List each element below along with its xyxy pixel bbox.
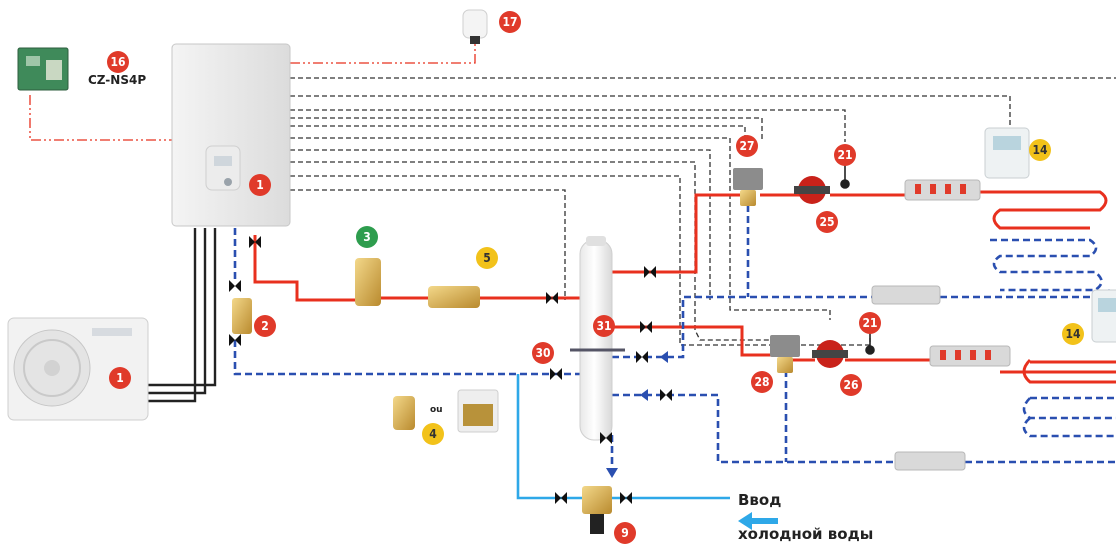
- svg-text:14: 14: [1065, 327, 1081, 341]
- remote-link-lines: [29, 44, 476, 141]
- control-wiring: [290, 77, 1116, 346]
- thermostat-pcb-16: [17, 47, 69, 91]
- marker-21b: 21: [859, 312, 881, 334]
- svg-text:2: 2: [261, 319, 269, 333]
- svg-text:16: 16: [110, 55, 125, 69]
- marker-25: 25: [816, 211, 838, 233]
- marker-5: 5: [476, 247, 498, 269]
- marker-14b: 14: [1062, 323, 1084, 345]
- room-thermostats: [984, 127, 1116, 343]
- marker-14a: 14: [1029, 139, 1051, 161]
- marker-1b: 1: [109, 367, 131, 389]
- manifolds: [871, 179, 1011, 471]
- sensor-17: [462, 9, 488, 44]
- marker-27: 27: [736, 135, 758, 157]
- svg-text:1: 1: [116, 371, 124, 385]
- svg-text:4: 4: [429, 427, 437, 441]
- marker-3: 3: [356, 226, 378, 248]
- mixing-valves: [733, 168, 800, 373]
- svg-text:21: 21: [837, 148, 852, 162]
- svg-text:27: 27: [739, 139, 754, 153]
- cold-water-inlet-line2: холодной воды: [738, 525, 873, 543]
- indoor-unit: [171, 43, 291, 227]
- svg-text:21: 21: [862, 316, 877, 330]
- cold-water-arrow: [738, 512, 778, 530]
- outdoor-unit: [7, 317, 149, 421]
- svg-text:28: 28: [754, 375, 769, 389]
- marker-30: 30: [532, 342, 554, 364]
- svg-text:26: 26: [843, 378, 858, 392]
- filters-and-accessories: [232, 258, 612, 534]
- marker-9: 9: [614, 522, 636, 544]
- flow-arrows: [606, 351, 668, 478]
- circulation-pumps: [794, 176, 848, 368]
- marker-2: 2: [254, 315, 276, 337]
- marker-26: 26: [840, 374, 862, 396]
- marker-31: 31: [593, 315, 615, 337]
- marker-17: 17: [499, 11, 521, 33]
- buffer-tank: [570, 236, 625, 441]
- marker-28: 28: [751, 371, 773, 393]
- svg-text:1: 1: [256, 178, 264, 192]
- model-label: CZ-NS4P: [88, 73, 146, 87]
- svg-text:3: 3: [363, 230, 371, 244]
- marker-21a: 21: [834, 144, 856, 166]
- shutoff-valves: [229, 236, 672, 504]
- marker-1a: 1: [249, 174, 271, 196]
- marker-4: 4: [422, 423, 444, 445]
- svg-text:31: 31: [596, 319, 611, 333]
- refrigerant-lines: [140, 228, 217, 403]
- svg-text:14: 14: [1032, 143, 1048, 157]
- svg-text:25: 25: [819, 215, 834, 229]
- cold-water-pipes: [516, 374, 730, 500]
- marker-16: 16: [107, 51, 129, 73]
- svg-text:30: 30: [535, 346, 550, 360]
- svg-text:5: 5: [483, 251, 491, 265]
- svg-text:9: 9: [621, 526, 629, 540]
- or-label: ou: [430, 405, 443, 415]
- cold-water-inlet-line1: Ввод: [738, 491, 781, 509]
- svg-text:17: 17: [502, 15, 517, 29]
